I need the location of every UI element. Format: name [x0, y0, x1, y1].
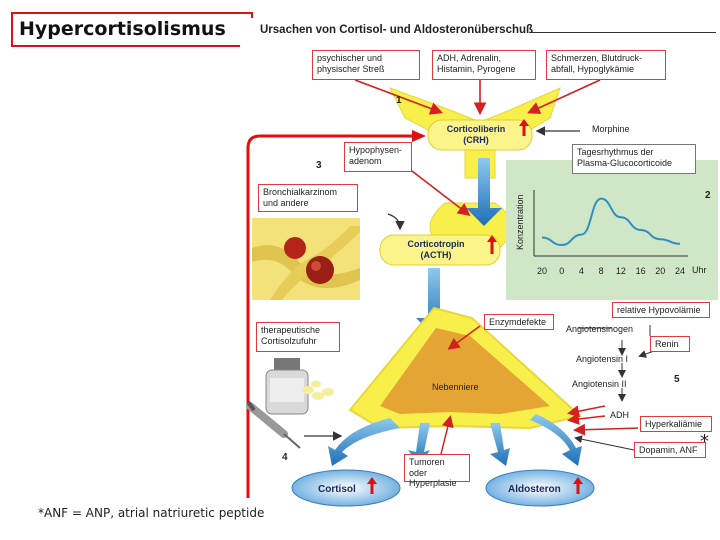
enzyme-box: Enzymdefekte	[484, 314, 554, 330]
adh-label: ADH	[610, 410, 630, 420]
acth-label-1: Corticotropin	[408, 239, 465, 249]
chart-x-tick-label: 20	[537, 266, 547, 276]
hypovolemia-box: relative Hypovolämie	[612, 302, 710, 318]
output-arrow-3	[490, 423, 510, 466]
nebenniere-label: Nebenniere	[432, 382, 479, 392]
adrenal-cortex	[380, 328, 550, 414]
stress-box: psychischer und physischer Streß	[312, 50, 420, 80]
crh-pill	[427, 119, 533, 151]
crh-label-2: (CRH)	[463, 135, 489, 145]
adenoma-box: Hypophysen- adenom	[344, 142, 412, 172]
dopamine-box: Dopamin, ANF	[634, 442, 706, 458]
syringe-image	[246, 400, 301, 449]
footnote-marker: *	[700, 431, 709, 452]
aldosterone-label: Aldosteron	[508, 484, 561, 495]
angiotensin-2-label: Angiotensin II	[572, 379, 627, 389]
therapy-box: therapeutische Cortisolzufuhr	[256, 322, 340, 352]
chart-x-unit: Uhr	[692, 265, 707, 275]
footnote: *ANF = ANP, atrial natriuretic peptide	[38, 506, 265, 520]
bronchial-tissue-image	[252, 218, 360, 300]
cortisol-rhythm-chart: Konzentration 20 0 4 8 12 16 20 24	[506, 160, 718, 300]
adh-adrenalin-box: ADH, Adrenalin, Histamin, Pyrogene	[432, 50, 536, 80]
slide-title: Hypercortisolismus	[11, 12, 253, 47]
figure-title-rule	[530, 32, 716, 33]
crh-label-1: Corticoliberin	[447, 124, 506, 134]
acth-pill	[379, 234, 501, 266]
tumor-box: Tumoren oder Hyperplasie	[404, 454, 470, 488]
chart-series-line	[541, 197, 681, 247]
bronchial-box: Bronchialkarzinom und andere	[258, 184, 358, 212]
feedback-loop-line	[246, 134, 420, 498]
diagram-graphic: Corticoliberin (CRH) Corticotropin (ACTH…	[246, 79, 718, 507]
chart-title-box: Tagesrhythmus der Plasma-Glucocorticoide	[572, 144, 696, 174]
chart-x-tick-label: 16	[636, 266, 646, 276]
chart-x-tick-label: 24	[675, 266, 685, 276]
chart-x-tick-label: 12	[616, 266, 626, 276]
cortisol-label: Cortisol	[318, 484, 356, 495]
medication-bottle-image	[265, 358, 334, 415]
output-arrow-4	[530, 414, 582, 466]
chart-x-tick-label: 0	[559, 266, 564, 276]
pain-box: Schmerzen, Blutdruck- abfall, Hypoglykäm…	[546, 50, 666, 80]
renin-box: Renin	[650, 336, 690, 352]
output-arrow-1	[328, 418, 400, 466]
chart-x-tick-label: 4	[579, 266, 584, 276]
chart-ylabel: Konzentration	[515, 194, 525, 250]
step-number-4: 4	[282, 452, 288, 463]
aldosterone-oval	[485, 469, 595, 507]
figure-title: Ursachen von Cortisol- und Aldosteronübe…	[260, 24, 534, 36]
acth-label-2: (ACTH)	[421, 250, 452, 260]
chart-x-tick-label: 20	[655, 266, 665, 276]
feedback-loop-arrowhead	[412, 130, 426, 142]
chart-x-tick-label: 8	[599, 266, 604, 276]
hyperkalemia-box: Hyperkaliämie	[640, 416, 712, 432]
angiotensin-1-label: Angiotensin I	[576, 354, 629, 364]
morphine-label: Morphine	[592, 124, 630, 134]
figure-panel: Ursachen von Cortisol- und Aldosteronübe…	[240, 18, 720, 522]
step-number-3: 3	[316, 160, 322, 171]
step-number-5: 5	[674, 374, 680, 385]
step-number-1: 1	[396, 95, 402, 106]
step-number-2: 2	[705, 190, 711, 201]
chart-x-ticks: 20 0 4 8 12 16 20 24	[537, 266, 685, 276]
chart-background	[506, 160, 718, 300]
angiotensinogen-label: Angiotensinogen	[566, 324, 634, 334]
crh-to-pituitary-arrow	[466, 158, 502, 226]
